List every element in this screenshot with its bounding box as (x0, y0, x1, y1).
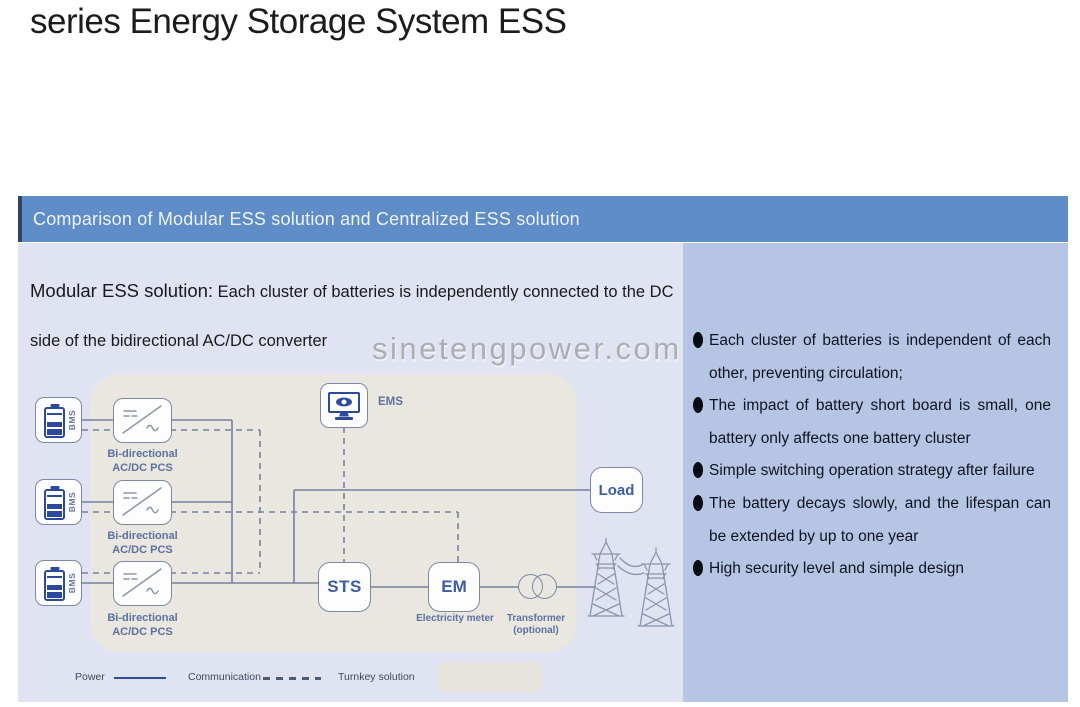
legend-communication-label: Communication (188, 671, 261, 683)
list-item: The impact of battery short board is sma… (693, 390, 1051, 455)
list-item: Each cluster of batteries is independent… (693, 325, 1051, 390)
ems-monitor-icon (320, 383, 368, 428)
power-tower-icon (587, 538, 675, 627)
bullet-icon (693, 494, 703, 511)
acdc-converter-icon (113, 480, 172, 525)
panel-heading: Modular ESS solution: (30, 280, 214, 301)
bms-label: BMS (66, 572, 77, 594)
list-item: High security level and simple design (693, 553, 1051, 586)
bullet-text: Simple switching operation strategy afte… (709, 462, 1035, 480)
transformer-caption: Transformer(optional) (506, 613, 566, 636)
benefits-panel: Each cluster of batteries is independent… (683, 243, 1068, 702)
sts-box: STS (318, 562, 371, 612)
bms-label: BMS (66, 491, 77, 513)
section-banner: Comparison of Modular ESS solution and C… (18, 196, 1068, 242)
em-caption: Electricity meter (416, 613, 494, 624)
communication-line-swatch (263, 677, 321, 680)
page-title: series Energy Storage System ESS (30, 2, 567, 41)
panel-description-text: Each cluster of batteries is independent… (30, 283, 674, 350)
bullet-icon (693, 462, 703, 479)
banner-accent-bar (18, 196, 22, 242)
battery-bms-unit: BMS (35, 397, 82, 443)
bullet-text: High security level and simple design (709, 560, 965, 578)
banner-title: Comparison of Modular ESS solution and C… (33, 209, 580, 229)
list-item: The battery decays slowly, and the lifes… (693, 488, 1051, 553)
battery-icon (44, 404, 65, 438)
bullet-icon (693, 560, 703, 577)
bullet-text: The impact of battery short board is sma… (709, 397, 1051, 447)
bullet-text: The battery decays slowly, and the lifes… (709, 494, 1051, 545)
em-box: EM (428, 562, 480, 612)
bullet-text: Each cluster of batteries is independent… (709, 332, 1051, 382)
bms-label: BMS (66, 409, 77, 431)
ems-label: EMS (378, 396, 403, 408)
battery-bms-unit: BMS (35, 479, 82, 525)
battery-icon (44, 486, 65, 520)
bullet-icon (693, 332, 703, 348)
acdc-converter-icon (113, 398, 172, 443)
list-item: Simple switching operation strategy afte… (693, 455, 1051, 488)
load-box: Load (590, 467, 643, 513)
battery-bms-unit: BMS (35, 560, 82, 606)
power-line-swatch (114, 677, 166, 679)
battery-icon (44, 567, 65, 601)
bullet-icon (693, 397, 703, 414)
acdc-converter-icon (113, 561, 172, 606)
turnkey-swatch (438, 662, 542, 692)
legend-power-label: Power (75, 671, 105, 683)
legend-turnkey-label: Turnkey solution (338, 671, 415, 683)
panel-description: Modular ESS solution: Each cluster of ba… (30, 266, 686, 366)
transformer-icon (532, 574, 557, 599)
watermark: sinetengpower.com (372, 331, 682, 366)
